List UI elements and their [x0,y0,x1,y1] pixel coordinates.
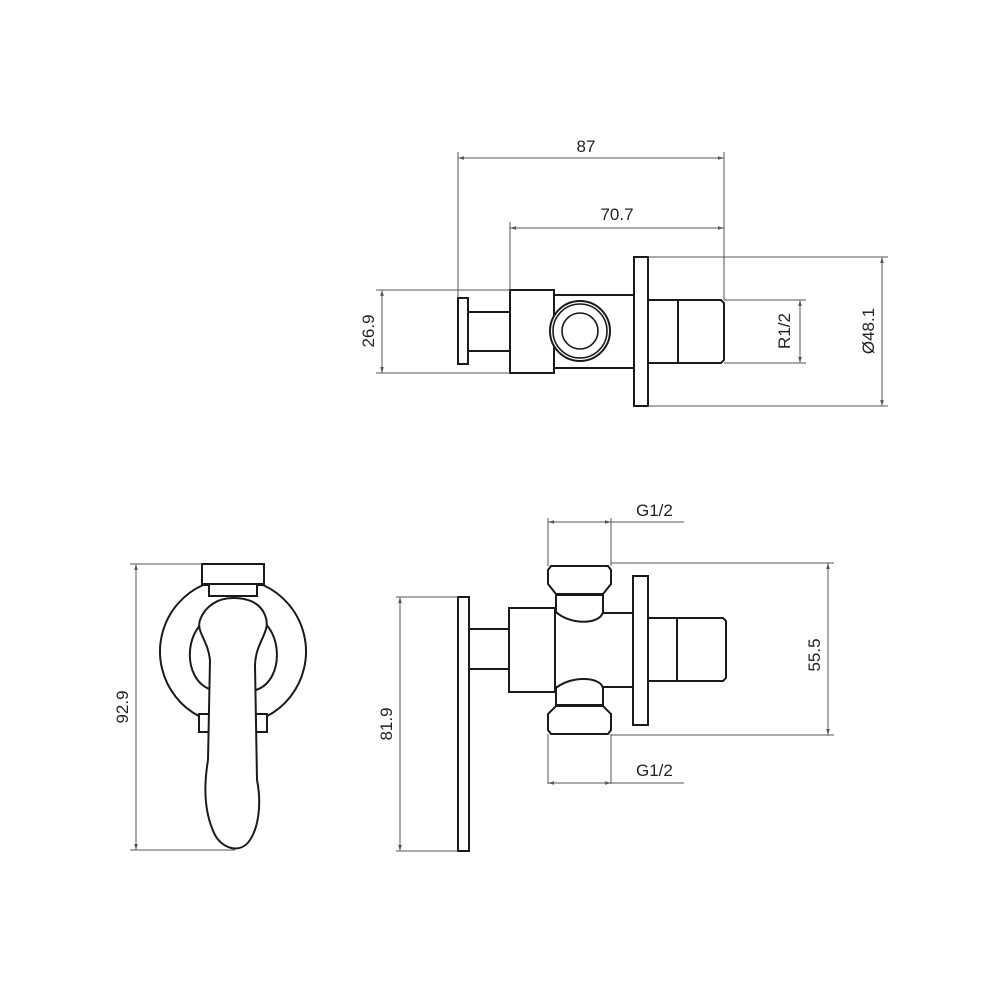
top-thread [201,563,265,585]
dim-body-length: 70.7 [600,205,633,224]
central-body [554,612,636,688]
top-outlet-thread[interactable] [547,565,612,595]
outlet-ring-outer [549,300,611,362]
dim-flange-diameter: Ø48.1 [859,308,878,354]
dim-overall-length: 87 [577,137,596,156]
dim-handle-height: 81.9 [377,707,396,740]
side-flange [632,575,649,726]
top-thread-neck [208,583,258,597]
dim-thread-outlet: R1/2 [775,313,794,349]
wall-flange [633,256,649,407]
outlet-bore [561,312,599,350]
threaded-outlet [677,299,725,364]
top-outlet-neck [555,594,604,623]
bottom-outlet-neck [555,678,604,706]
dim-body-height: 26.9 [359,314,378,347]
handle-knob [457,297,469,365]
dim-bottom-thread: G1/2 [636,761,673,780]
handle-stem-side [468,628,510,670]
dim-top-thread: G1/2 [636,501,673,520]
dim-overall-height: 92.9 [113,690,132,723]
body-block-side [508,607,556,693]
lever-handle[interactable] [198,596,268,850]
handle-stem [467,311,511,352]
side-collar [647,617,678,682]
side-threaded-outlet [676,617,727,682]
top-view: 87 70.7 26.9 R1/2 Ø48.1 [359,137,888,407]
front-view: 92.9 [113,563,307,851]
handle-plate [457,596,470,852]
bottom-outlet-thread[interactable] [547,705,612,735]
outlet-ring-inner [552,303,608,359]
dim-outlet-spacing: 55.5 [805,638,824,671]
thread-collar [647,299,679,364]
side-view: 81.9 55.5 G1/2 G1/2 [377,501,834,852]
valve-body-block [509,289,555,374]
